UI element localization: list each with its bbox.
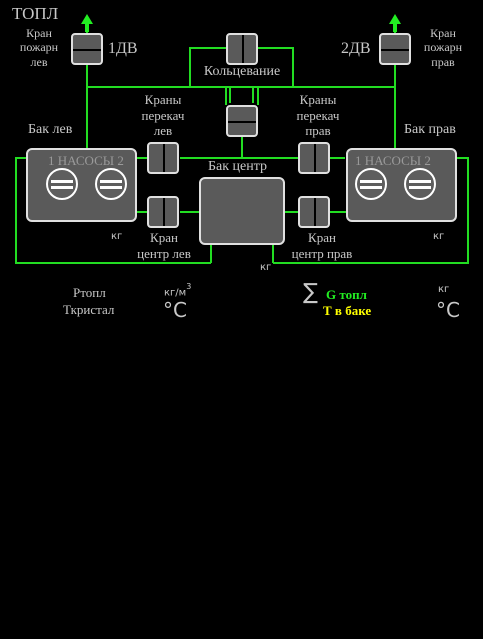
pump-left-2[interactable]: [95, 168, 127, 200]
engine1-label: 1ДВ: [108, 40, 138, 57]
transfer-center-valve[interactable]: [226, 105, 258, 137]
valve-icon: [163, 144, 165, 172]
valve-icon: [314, 144, 316, 172]
fire-valve-right[interactable]: [379, 33, 411, 65]
sigma-icon: ∑: [303, 280, 318, 305]
pump-left-1[interactable]: [46, 168, 78, 200]
density-unit: кг/м3: [164, 282, 192, 299]
valve-icon: [242, 35, 244, 63]
p-fuel-label: Ртопл: [73, 285, 106, 300]
valve-icon: [73, 49, 101, 51]
deg-c-left: °C: [163, 298, 187, 322]
tank-center-label: Бак центр: [208, 159, 268, 174]
deg-c-right: °C: [436, 298, 460, 322]
arrow-up-icon: [389, 14, 401, 24]
valve-icon: [314, 198, 316, 226]
tank-right: [346, 148, 457, 222]
tank-left-kg-unit: кг: [111, 231, 123, 242]
pump-right-2[interactable]: [404, 168, 436, 200]
kg-bottom-unit: кг: [438, 284, 450, 295]
transfer-right-label: Краны перекач прав: [296, 92, 340, 139]
tank-center-kg-unit: кг: [260, 262, 272, 273]
fire-valve-left-label: Кран пожарн лев: [19, 26, 59, 69]
t-tank-label: Т в баке: [323, 303, 372, 318]
pumps-left-label: 1 НАСОСЫ 2: [48, 153, 124, 168]
transfer-right-valve[interactable]: [298, 142, 330, 174]
center-left-valve[interactable]: [147, 196, 179, 228]
t-crystal-label: Ткристал: [63, 302, 115, 317]
transfer-left-label: Краны перекач лев: [141, 92, 185, 139]
fire-valve-left[interactable]: [71, 33, 103, 65]
pump-right-1[interactable]: [355, 168, 387, 200]
ring-valve[interactable]: [226, 33, 258, 65]
arrow-up-icon: [81, 14, 93, 24]
transfer-left-valve[interactable]: [147, 142, 179, 174]
g-fuel-label: G топл: [326, 287, 367, 302]
fire-valve-right-label: Кран пожарн прав: [423, 26, 463, 69]
center-right-valve[interactable]: [298, 196, 330, 228]
tank-left-label: Бак лев: [28, 122, 73, 137]
ring-label: Кольцевание: [203, 64, 281, 79]
tank-center: [199, 177, 285, 245]
valve-icon: [381, 49, 409, 51]
valve-icon: [163, 198, 165, 226]
engine2-label: 2ДВ: [341, 40, 371, 57]
tank-right-kg-unit: кг: [433, 231, 445, 242]
center-left-label: Кран центр лев: [137, 230, 191, 261]
center-right-label: Кран центр прав: [291, 230, 353, 261]
tank-right-label: Бак прав: [404, 122, 456, 137]
valve-icon: [228, 121, 256, 123]
pumps-right-label: 1 НАСОСЫ 2: [355, 153, 431, 168]
page-title: ТОПЛ: [12, 4, 59, 23]
